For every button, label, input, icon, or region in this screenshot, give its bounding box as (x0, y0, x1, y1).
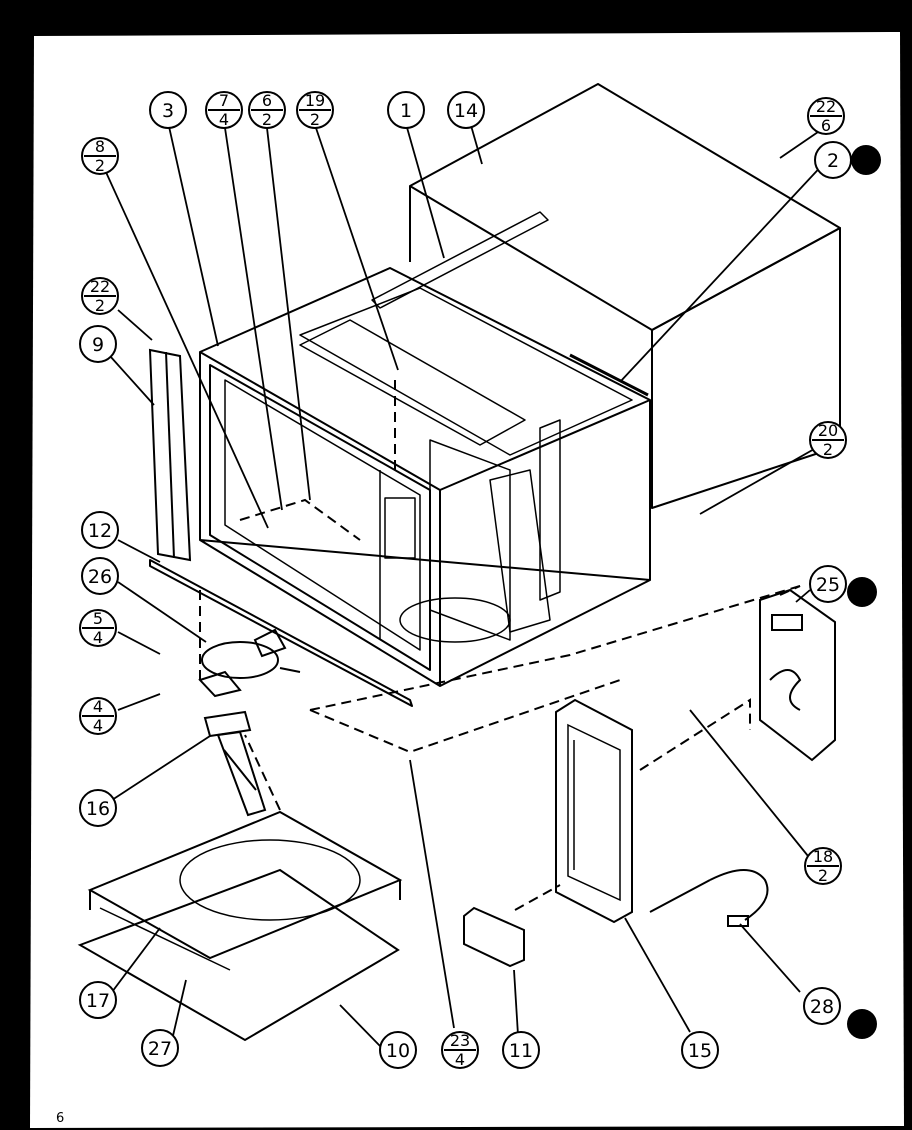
fraction-top: 5 (93, 609, 103, 628)
hidden-lines (199, 380, 801, 911)
control-panel (759, 588, 836, 762)
fraction-top: 19 (305, 91, 325, 110)
door-frame (555, 698, 633, 924)
registration-dot (847, 1009, 877, 1039)
callout-1: 1 (387, 91, 425, 129)
paper-sheet (30, 32, 904, 1128)
fraction-bottom: 4 (93, 628, 103, 647)
callout-12-label: 12 (88, 520, 112, 542)
cabinet-assembly (149, 83, 841, 707)
fraction-bottom: 6 (821, 116, 831, 135)
stirrer-fan (198, 628, 301, 698)
fraction-bottom: 4 (455, 1050, 465, 1069)
fraction-top: 4 (93, 697, 103, 716)
callout-25: 25 (809, 565, 847, 603)
fraction-callout-23-4: 234 (441, 1031, 479, 1069)
callout-14: 14 (447, 91, 485, 129)
fraction-bottom: 4 (93, 716, 103, 735)
fraction-top: 8 (95, 137, 105, 156)
callout-10-label: 10 (386, 1040, 410, 1062)
callout-26: 26 (81, 557, 119, 595)
callout-3: 3 (149, 91, 187, 129)
fraction-top: 22 (90, 277, 110, 296)
fraction-callout-7-4: 74 (205, 91, 243, 129)
callout-11: 11 (502, 1031, 540, 1069)
callout-2-label: 2 (827, 150, 839, 172)
callout-11-label: 11 (509, 1040, 533, 1062)
page-number: 6 (56, 1111, 64, 1126)
callout-28: 28 (803, 987, 841, 1025)
registration-dot (851, 145, 881, 175)
callout-28-label: 28 (810, 996, 834, 1018)
fraction-callout-20-2: 202 (809, 421, 847, 459)
callout-27-label: 27 (148, 1038, 172, 1060)
callout-2: 2 (814, 141, 852, 179)
callout-16-label: 16 (86, 798, 110, 820)
base-plate (77, 810, 403, 1042)
fraction-bottom: 2 (95, 156, 105, 175)
fraction-callout-4-4: 44 (79, 697, 117, 735)
leader-lines (104, 121, 831, 1047)
fraction-top: 7 (219, 91, 229, 110)
fraction-bottom: 2 (310, 110, 320, 129)
fraction-callout-22-2: 222 (81, 277, 119, 315)
fraction-callout-19-2: 192 (296, 91, 334, 129)
callout-9: 9 (79, 325, 117, 363)
fraction-bottom: 2 (823, 440, 833, 459)
fraction-callout-8-2: 82 (81, 137, 119, 175)
callout-9-label: 9 (92, 334, 104, 356)
callout-15: 15 (681, 1031, 719, 1069)
fraction-callout-22-6: 226 (807, 97, 845, 135)
callout-27: 27 (141, 1029, 179, 1067)
fraction-top: 18 (813, 847, 833, 866)
fraction-callout-18-2: 182 (804, 847, 842, 885)
fraction-top: 22 (816, 97, 836, 116)
registration-dot (847, 577, 877, 607)
callout-15-label: 15 (688, 1040, 712, 1062)
callout-26-label: 26 (88, 566, 112, 588)
fraction-bottom: 2 (95, 296, 105, 315)
callout-14-label: 14 (454, 100, 478, 122)
fraction-callout-5-4: 54 (79, 609, 117, 647)
callout-17: 17 (79, 981, 117, 1019)
callout-1-label: 1 (400, 100, 412, 122)
callout-16: 16 (79, 789, 117, 827)
callout-12: 12 (81, 511, 119, 549)
fraction-callouts: 74 62 192 82 226 222 202 54 44 182 234 (79, 91, 847, 1069)
fraction-top: 20 (818, 421, 838, 440)
callout-3-label: 3 (162, 100, 174, 122)
callout-10: 10 (379, 1031, 417, 1069)
fraction-bottom: 4 (219, 110, 229, 129)
side-panel (148, 348, 192, 562)
fraction-callout-6-2: 62 (248, 91, 286, 129)
fraction-bottom: 2 (818, 866, 828, 885)
callouts: 3 1 14 2 9 12 26 25 16 17 27 10 11 15 28 (79, 91, 852, 1069)
fraction-bottom: 2 (262, 110, 272, 129)
thermal-probe (649, 869, 769, 927)
fraction-top: 6 (262, 91, 272, 110)
callout-17-label: 17 (86, 990, 110, 1012)
callout-25-label: 25 (816, 574, 840, 596)
fraction-top: 23 (450, 1031, 470, 1050)
latch-plate (463, 906, 525, 968)
waveguide (203, 710, 267, 817)
